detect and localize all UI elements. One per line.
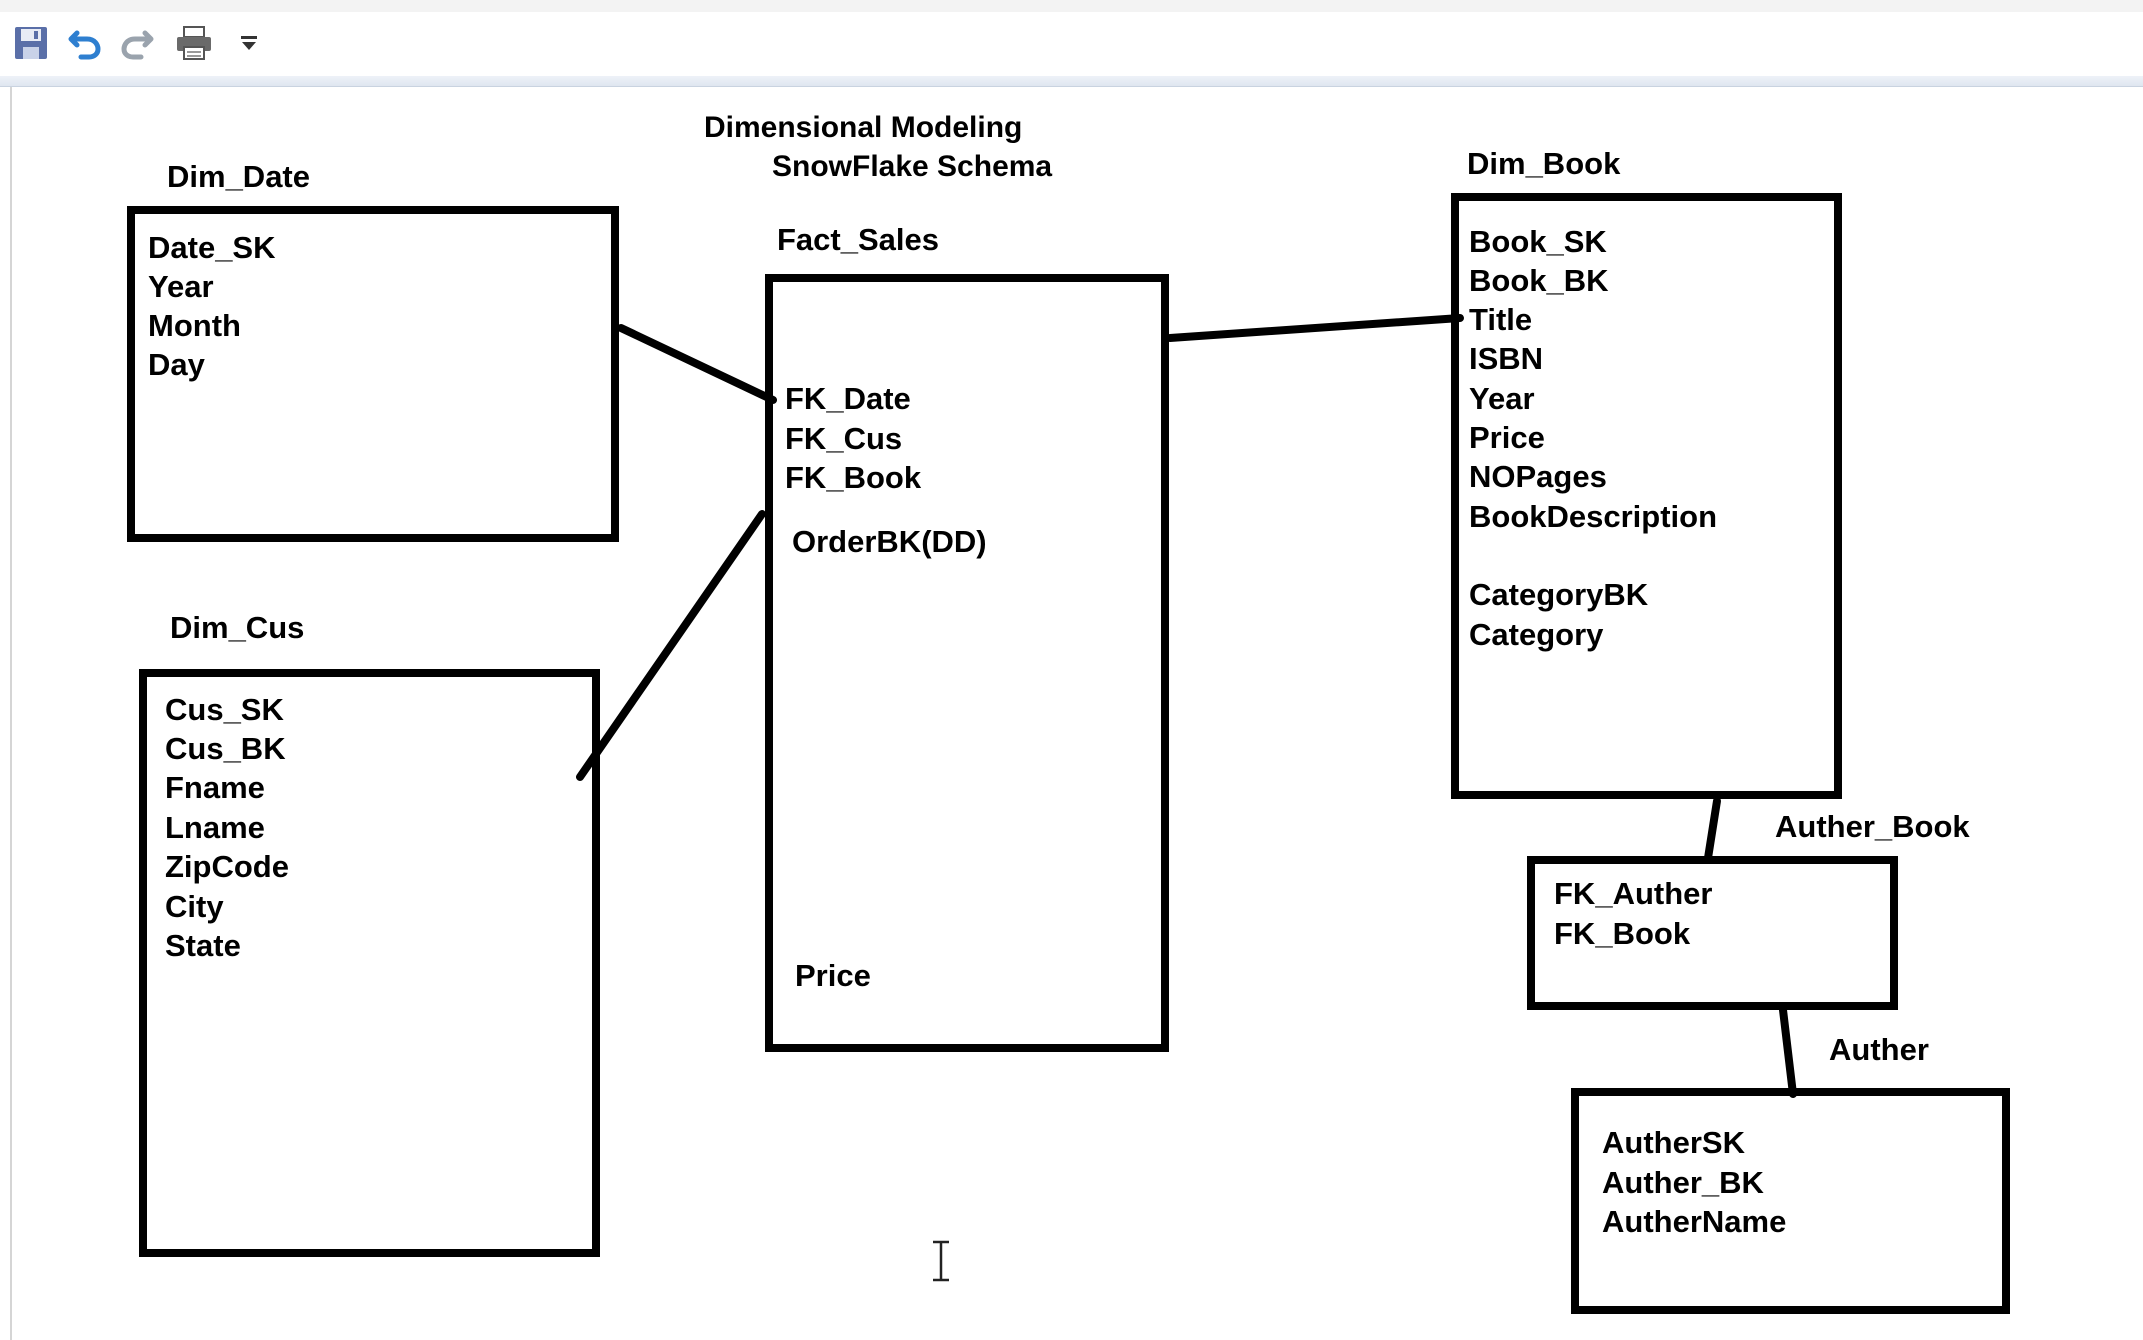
redo-icon [121, 30, 154, 60]
undo-icon [68, 30, 101, 60]
dim-date-title: Dim_Date [167, 159, 310, 194]
drawing-canvas[interactable] [10, 87, 2143, 1340]
auther-book-box [1527, 856, 1898, 1010]
dim-cus-field: City [165, 889, 224, 924]
connector-fact-book [1166, 314, 1464, 342]
dim-date-field: Month [148, 308, 241, 343]
dim-book-field: Year [1469, 381, 1535, 416]
save-icon [15, 27, 47, 59]
quick-access-toolbar [0, 12, 2143, 76]
undo-button[interactable] [62, 20, 108, 66]
dim-cus-field: ZipCode [165, 849, 289, 884]
dim-book-field: Price [1469, 420, 1545, 455]
fact-sales-fk-field: FK_Date [785, 381, 911, 416]
dim-book-title: Dim_Book [1467, 146, 1621, 181]
fact-sales-fk-field: FK_Book [785, 460, 922, 495]
redo-button[interactable] [114, 20, 160, 66]
dropdown-arrow-icon [241, 36, 257, 50]
dim-book-field: Book_SK [1469, 224, 1607, 259]
connector-book-autherbook [1704, 797, 1721, 862]
fact-sales-degenerate-field: OrderBK(DD) [792, 524, 987, 559]
dim-book-field: Book_BK [1469, 263, 1609, 298]
dim-book-category-field: CategoryBK [1469, 577, 1649, 612]
dim-book-field: NOPages [1469, 459, 1607, 494]
dim-date-box [127, 206, 619, 542]
dim-date-field: Day [148, 347, 206, 382]
printer-icon [177, 26, 211, 60]
auther-book-title: Auther_Book [1775, 809, 1970, 844]
dim-cus-field: Lname [165, 810, 265, 845]
connector-date-fact [617, 324, 777, 404]
dim-cus-field: Cus_BK [165, 731, 286, 766]
dim-date-field: Date_SK [148, 230, 276, 265]
print-button[interactable] [171, 20, 217, 66]
dim-book-field: BookDescription [1469, 499, 1717, 534]
dim-cus-box [139, 669, 600, 1257]
dim-cus-title: Dim_Cus [170, 610, 304, 645]
auther-book-field: FK_Book [1554, 916, 1691, 951]
fact-sales-measure-field: Price [795, 958, 871, 993]
auther-field: Auther_BK [1602, 1165, 1765, 1200]
fact-sales-fk-field: FK_Cus [785, 421, 902, 456]
dim-book-field: Title [1469, 302, 1532, 337]
auther-title: Auther [1829, 1032, 1929, 1067]
dim-date-field: Year [148, 269, 214, 304]
auther-book-field: FK_Auther [1554, 876, 1712, 911]
auther-field: AutherName [1602, 1204, 1786, 1239]
fact-sales-box [765, 274, 1169, 1052]
dim-cus-field: State [165, 928, 241, 963]
diagram-title-line2: SnowFlake Schema [772, 150, 1052, 183]
diagram-title-line1: Dimensional Modeling [704, 111, 1022, 144]
dim-book-category-field: Category [1469, 617, 1604, 652]
save-button[interactable] [8, 20, 54, 66]
customize-toolbar-button[interactable] [226, 20, 272, 66]
dim-cus-field: Fname [165, 770, 265, 805]
connector-cus-fact [576, 510, 766, 781]
dim-book-field: ISBN [1469, 341, 1543, 376]
dim-cus-field: Cus_SK [165, 692, 284, 727]
fact-sales-title: Fact_Sales [777, 222, 939, 257]
auther-field: AutherSK [1602, 1125, 1746, 1160]
connector-autherbook-auther [1779, 1006, 1797, 1098]
text-cursor-icon [933, 1240, 949, 1282]
toolbar-divider [0, 76, 2143, 87]
dim-book-box [1451, 193, 1842, 799]
